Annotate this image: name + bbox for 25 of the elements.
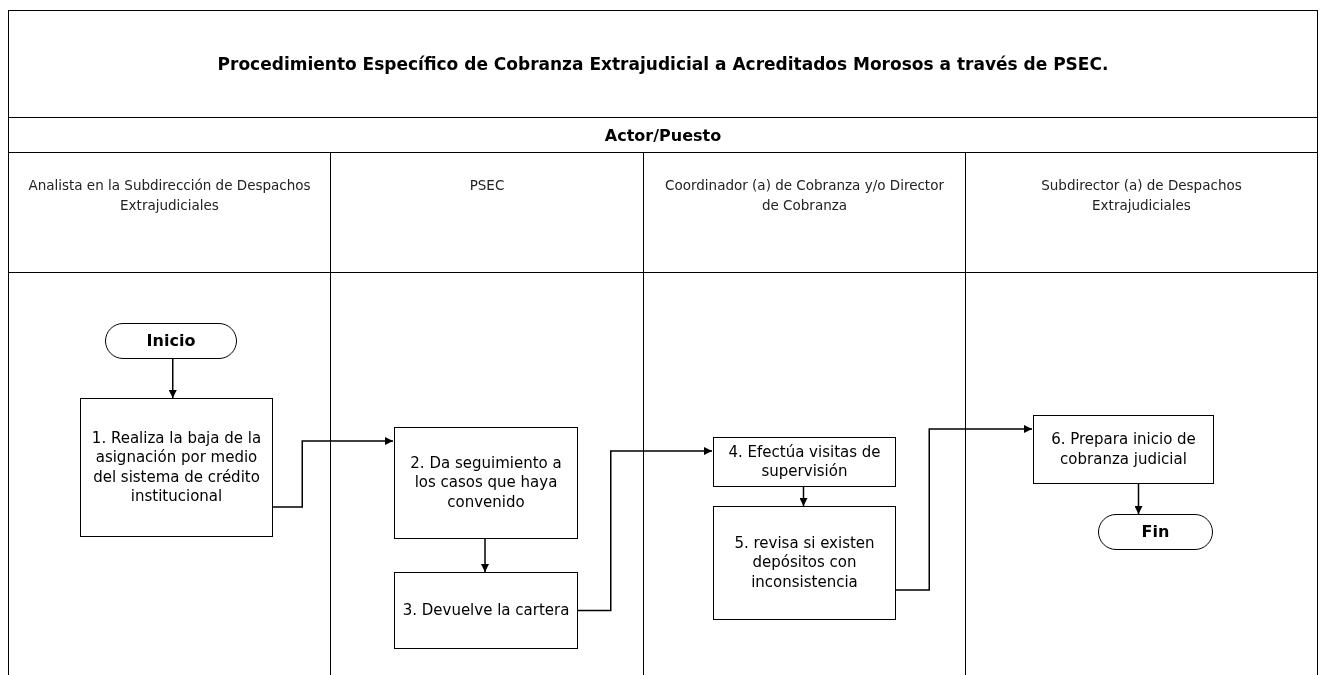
- lane-header: Subdirector (a) de Despachos Extrajudiciales: [1040, 176, 1243, 215]
- diagram-title: Procedimiento Específico de Cobranza Extrajudicial a Acreditados Morosos a través de PSEC.: [216, 52, 1110, 76]
- process-box: 5. revisa si existen depósitos con inconsistencia: [713, 506, 896, 620]
- arrow: [1134, 483, 1143, 515]
- terminal-shape: Fin: [1098, 514, 1213, 550]
- process-box: 4. Efectúa visitas de supervisión: [713, 437, 896, 487]
- arrow: [168, 358, 177, 399]
- swimlane: [965, 152, 1318, 675]
- column-heading: Actor/Puesto: [604, 125, 722, 145]
- lane-header: Coordinador (a) de Cobranza y/o Director de Cobranza: [664, 176, 945, 215]
- terminal-shape: Inicio: [105, 323, 237, 359]
- swimlane: [8, 152, 330, 675]
- lane-header: PSEC: [469, 176, 505, 195]
- arrow: [271, 437, 394, 508]
- arrow: [481, 538, 489, 573]
- process-box: 6. Prepara inicio de cobranza judicial: [1033, 415, 1214, 484]
- process-box: 3. Devuelve la cartera: [394, 572, 578, 649]
- arrow: [576, 447, 713, 612]
- swimlane: [643, 152, 965, 675]
- process-box: 2. Da seguimiento a los casos que haya convenido: [394, 427, 578, 539]
- lane-header: Analista en la Subdirección de Despachos Extrajudiciales: [27, 176, 312, 215]
- arrow: [799, 486, 808, 507]
- process-box: 1. Realiza la baja de la asignación por medio del sistema de crédito institucional: [80, 398, 273, 537]
- swimlane: [330, 152, 643, 675]
- arrow: [894, 425, 1033, 591]
